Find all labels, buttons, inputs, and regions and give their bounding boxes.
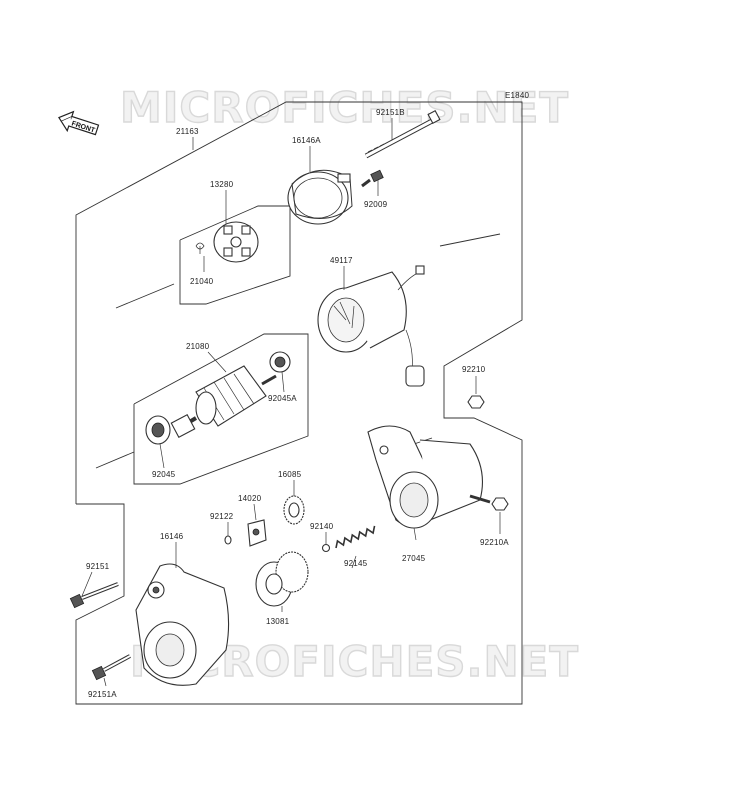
- leader-21080: [207, 351, 227, 373]
- label-27045: 27045: [402, 554, 426, 563]
- label-16085: 16085: [278, 470, 302, 479]
- retainer: [247, 519, 267, 547]
- front-arrow-icon: FRONT: [58, 110, 100, 136]
- leader-92151: [81, 571, 93, 597]
- label-92151: 92151: [86, 562, 110, 571]
- bearing-92045: [145, 415, 171, 445]
- align-line-1: [115, 283, 175, 309]
- magnetic-switch: [367, 425, 491, 529]
- brush-holder-box: [179, 205, 291, 305]
- label-92145: 92145: [344, 559, 368, 568]
- leader-27045: [413, 527, 417, 541]
- label-92045A: 92045A: [268, 394, 297, 403]
- label-16146: 16146: [160, 532, 184, 541]
- label-92151B: 92151B: [376, 108, 405, 117]
- ball-92140: [321, 543, 331, 553]
- front-housing: [135, 563, 230, 686]
- diagram-code: E1840: [505, 91, 529, 100]
- through-bolt-top: [364, 109, 441, 159]
- leader-14020: [253, 503, 257, 521]
- label-92210: 92210: [462, 365, 486, 374]
- bolt-92151A: [91, 654, 131, 681]
- label-49117: 49117: [330, 256, 353, 265]
- label-92151A: 92151A: [88, 690, 117, 699]
- leader-92145: [351, 555, 357, 569]
- label-92140: 92140: [310, 522, 334, 531]
- armature-box: [133, 333, 309, 485]
- nut-92210: [467, 395, 485, 409]
- bearing-92045A: [269, 351, 291, 373]
- pinion-gear: [283, 495, 305, 525]
- screw-92009: [361, 169, 384, 188]
- nut-92210A: [491, 497, 509, 511]
- yoke-assembly: [317, 265, 425, 387]
- leader-92045: [159, 443, 165, 469]
- overrunning-clutch: [255, 551, 309, 607]
- label-21080: 21080: [186, 342, 210, 351]
- label-13280: 13280: [210, 180, 234, 189]
- label-92045: 92045: [152, 470, 176, 479]
- label-21040: 21040: [190, 277, 214, 286]
- label-14020: 14020: [238, 494, 262, 503]
- armature: [170, 365, 277, 439]
- align-line-2: [439, 233, 501, 247]
- rear-end-cover: [287, 169, 353, 225]
- label-21163: 21163: [176, 127, 199, 136]
- label-92210A: 92210A: [480, 538, 509, 547]
- label-16146A: 16146A: [292, 136, 321, 145]
- assembly-outline: [75, 101, 523, 705]
- bolt-92151: [69, 582, 119, 609]
- label-92009: 92009: [364, 200, 388, 209]
- brush-spring: [195, 242, 205, 254]
- leader-92045A: [281, 371, 285, 393]
- align-line-3: [95, 451, 135, 469]
- spring-92145: [335, 525, 376, 549]
- label-13081: 13081: [266, 617, 290, 626]
- label-92122: 92122: [210, 512, 234, 521]
- leader-92151A: [103, 677, 107, 687]
- pin-92122: [224, 535, 232, 545]
- brush-holder: [213, 221, 259, 263]
- watermark-top: MICROFICHES.NET: [120, 83, 569, 132]
